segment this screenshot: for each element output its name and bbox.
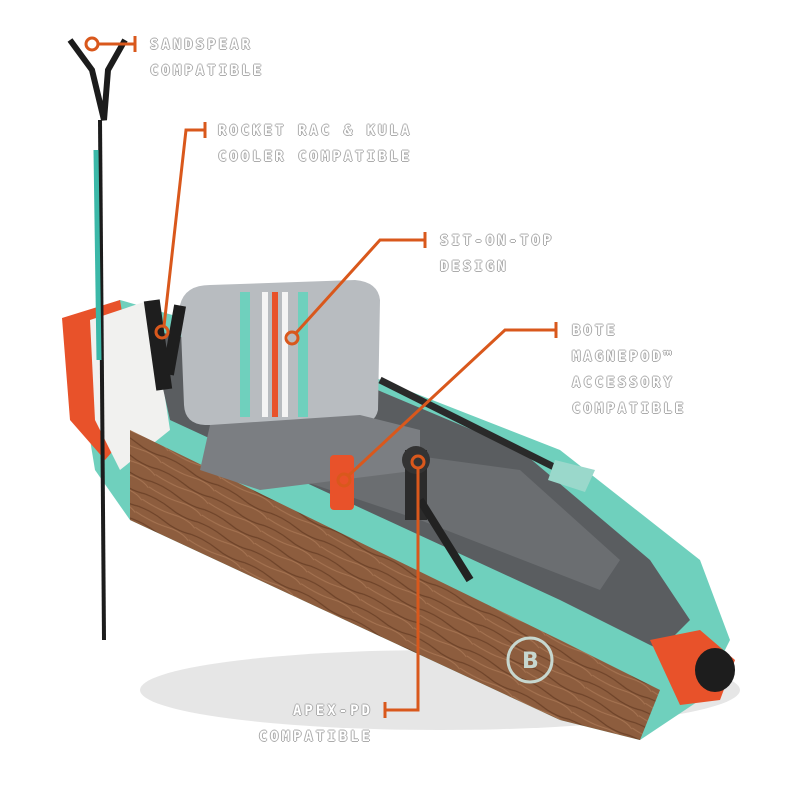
callout-line: ROCKET RAC & KULA (218, 123, 413, 139)
callout-line: BOTE (572, 323, 618, 339)
seat (180, 280, 420, 490)
svg-text:B: B (522, 649, 539, 674)
callout-line: COMPATIBLE (258, 729, 373, 745)
rod-holders (143, 299, 186, 391)
callout-line: SANDSPEAR (150, 37, 253, 53)
callout-line: MAGNEPOD™ (572, 349, 675, 365)
callout-line: COOLER COMPATIBLE (218, 149, 413, 165)
callout-sit-on-top: SIT-ON-TOP DESIGN (440, 228, 554, 280)
callout-line: COMPATIBLE (572, 401, 687, 417)
callout-sandspear: SANDSPEAR COMPATIBLE (150, 32, 264, 84)
callout-line: SIT-ON-TOP (440, 233, 555, 249)
brand-logo-mark (506, 636, 554, 684)
sandspear-pole (67, 38, 128, 641)
callout-rocket-rac: ROCKET RAC & KULA COOLER COMPATIBLE (218, 118, 412, 170)
callout-apex-pd: APEX-PD COMPATIBLE (238, 698, 373, 750)
callout-lines (84, 36, 558, 718)
callout-magnepod: BOTE MAGNEPOD™ ACCESSORY COMPATIBLE (572, 318, 686, 422)
wood-side-panel (130, 430, 660, 740)
cup-holder-tumbler (330, 455, 354, 510)
paddle (378, 376, 562, 474)
callout-line: ACCESSORY (572, 375, 675, 391)
callout-line: APEX-PD (292, 703, 373, 719)
callout-line: DESIGN (440, 259, 509, 275)
callout-line: COMPATIBLE (150, 63, 265, 79)
